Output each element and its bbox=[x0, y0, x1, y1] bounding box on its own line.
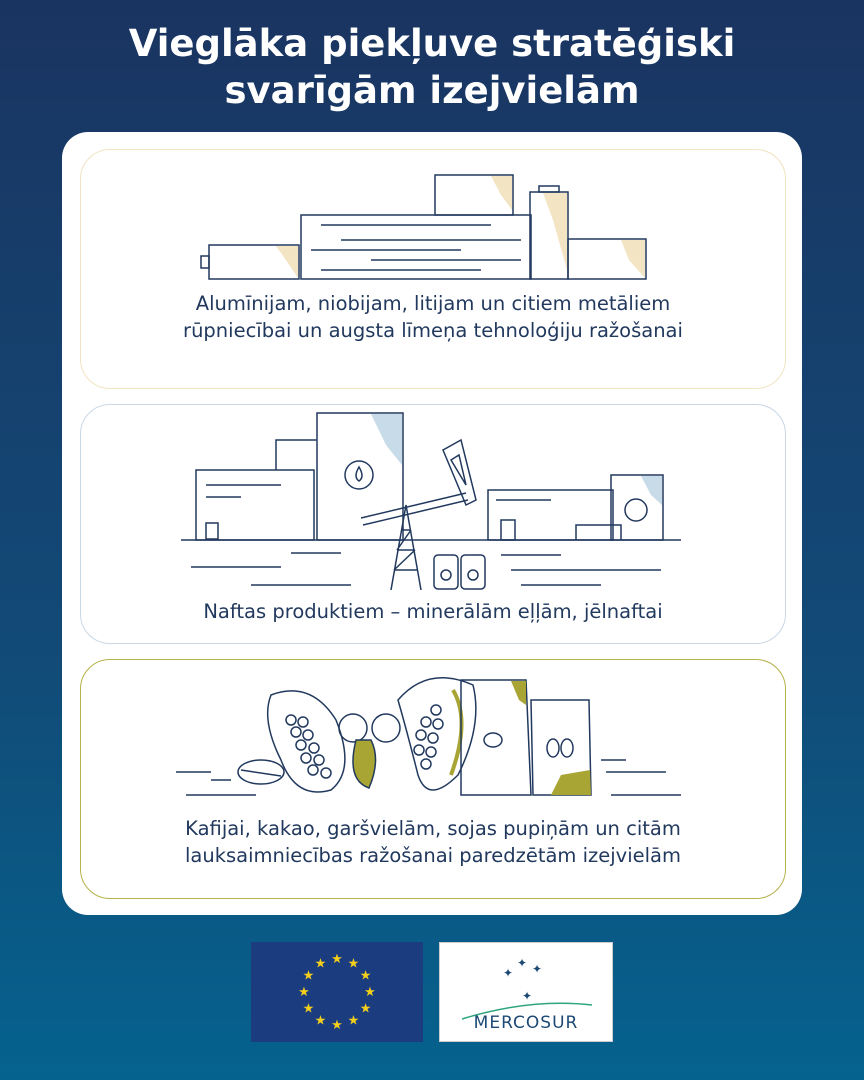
panel-text-line: rūpniecībai un augsta līmeņa tehnoloģiju… bbox=[183, 319, 683, 342]
eu-star: ★ bbox=[315, 956, 327, 971]
title-line-2: svarīgām izejvielām bbox=[224, 69, 640, 112]
title-line-1: Vieglāka piekļuve stratēģiski bbox=[128, 22, 736, 65]
eu-star: ★ bbox=[303, 969, 315, 984]
panel-text-line: Kafijai, kakao, garšvielām, sojas pupiņā… bbox=[185, 817, 681, 840]
content-card: Alumīnijam, niobijam, litijam un citiem … bbox=[62, 132, 802, 915]
svg-text:✦: ✦ bbox=[522, 989, 532, 1003]
oil-pump-icon bbox=[181, 412, 681, 591]
metals-factory-icon bbox=[200, 174, 647, 280]
panel-text-line: Alumīnijam, niobijam, litijam un citiem … bbox=[195, 292, 671, 315]
eu-star: ★ bbox=[360, 1002, 372, 1017]
mercosur-label: MERCOSUR bbox=[473, 1013, 579, 1033]
eu-star: ★ bbox=[298, 985, 310, 1000]
panel-text-line: lauksaimniecības ražošanai paredzētām iz… bbox=[184, 844, 681, 867]
eu-star: ★ bbox=[315, 1014, 327, 1029]
eu-star: ★ bbox=[331, 952, 343, 967]
eu-star: ★ bbox=[364, 985, 376, 1000]
eu-star: ★ bbox=[360, 969, 372, 984]
svg-text:✦: ✦ bbox=[532, 962, 542, 976]
eu-star: ★ bbox=[303, 1002, 315, 1017]
panel-oil: Naftas produktiem – minerālām eļļām, jēl… bbox=[80, 404, 786, 644]
eu-star: ★ bbox=[348, 1014, 360, 1029]
agriculture-beans-icon bbox=[176, 677, 681, 796]
page-title: Vieglāka piekļuve stratēģiski svarīgām i… bbox=[0, 20, 864, 114]
panel-text-line: Naftas produktiem – minerālām eļļām, jēl… bbox=[203, 600, 663, 623]
panel-agriculture: Kafijai, kakao, garšvielām, sojas pupiņā… bbox=[80, 659, 786, 899]
svg-text:✦: ✦ bbox=[503, 966, 513, 980]
svg-text:✦: ✦ bbox=[517, 956, 527, 970]
eu-star: ★ bbox=[348, 956, 360, 971]
mercosur-logo: ✦✦✦✦ MERCOSUR bbox=[439, 942, 613, 1042]
eu-star: ★ bbox=[331, 1018, 343, 1033]
southern-cross-icon: ✦✦✦✦ bbox=[461, 956, 593, 1020]
panel-metals: Alumīnijam, niobijam, litijam un citiem … bbox=[80, 149, 786, 389]
eu-flag-logo: ★★★★★★★★★★★★ bbox=[251, 942, 423, 1042]
eu-stars-icon: ★★★★★★★★★★★★ bbox=[298, 952, 376, 1033]
